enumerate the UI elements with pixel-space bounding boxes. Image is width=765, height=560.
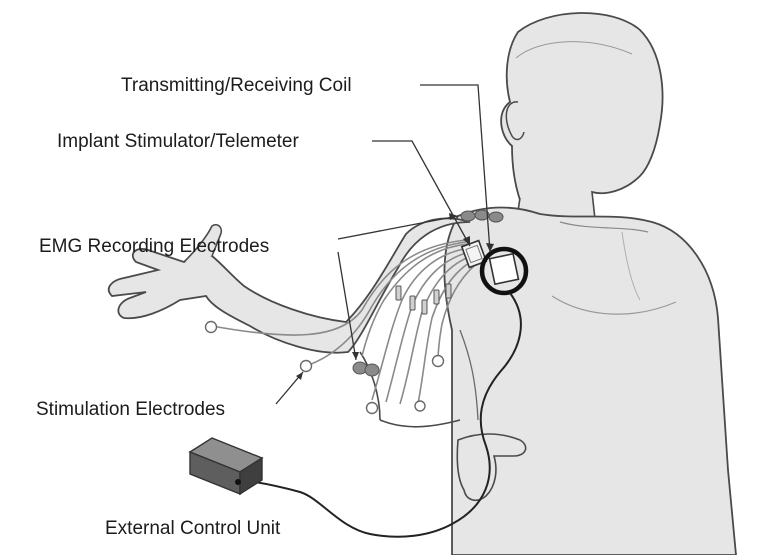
leader-coil	[420, 84, 491, 253]
chest-line	[551, 295, 677, 315]
ear	[505, 101, 525, 141]
leader-emg-shoulder-arrow	[449, 213, 458, 220]
head	[500, 12, 664, 223]
armpit-line	[459, 329, 479, 421]
label-external-control-unit: External Control Unit	[105, 518, 281, 539]
collarbone-line	[559, 221, 649, 233]
raised-arm	[107, 217, 471, 354]
label-transmitting-receiving-coil: Transmitting/Receiving Coil	[121, 75, 352, 96]
label-emg-recording-electrodes: EMG Recording Electrodes	[39, 236, 270, 257]
implant-stimulator	[460, 239, 488, 269]
leader-implant	[372, 140, 471, 247]
hairline	[515, 41, 633, 59]
external-control-unit	[188, 437, 264, 496]
thumb	[183, 223, 223, 263]
control-cable	[239, 292, 522, 538]
leader-coil-arrow	[486, 243, 494, 252]
leader-implant-arrow	[463, 236, 470, 246]
leader-lines	[275, 84, 494, 405]
elbow-line	[379, 419, 461, 428]
coil	[479, 246, 529, 296]
stimulation-electrode-dots	[204, 320, 445, 415]
lower-hand	[456, 433, 527, 502]
leader-emg-forearm	[337, 251, 357, 361]
shoulder-electrodes	[460, 209, 504, 223]
label-implant-stimulator-telemeter: Implant Stimulator/Telemeter	[57, 131, 299, 152]
label-stimulation-electrodes: Stimulation Electrodes	[36, 399, 226, 420]
leader-emg-forearm-arrow	[352, 352, 359, 360]
torso	[443, 206, 737, 556]
emg-electrode-dots	[352, 361, 380, 377]
lead-connectors	[395, 283, 452, 315]
sternum-line	[621, 231, 641, 301]
leader-stimulation-arrow	[296, 372, 303, 380]
leader-emg-shoulder	[337, 215, 459, 240]
upper-arm-underside	[359, 351, 381, 421]
